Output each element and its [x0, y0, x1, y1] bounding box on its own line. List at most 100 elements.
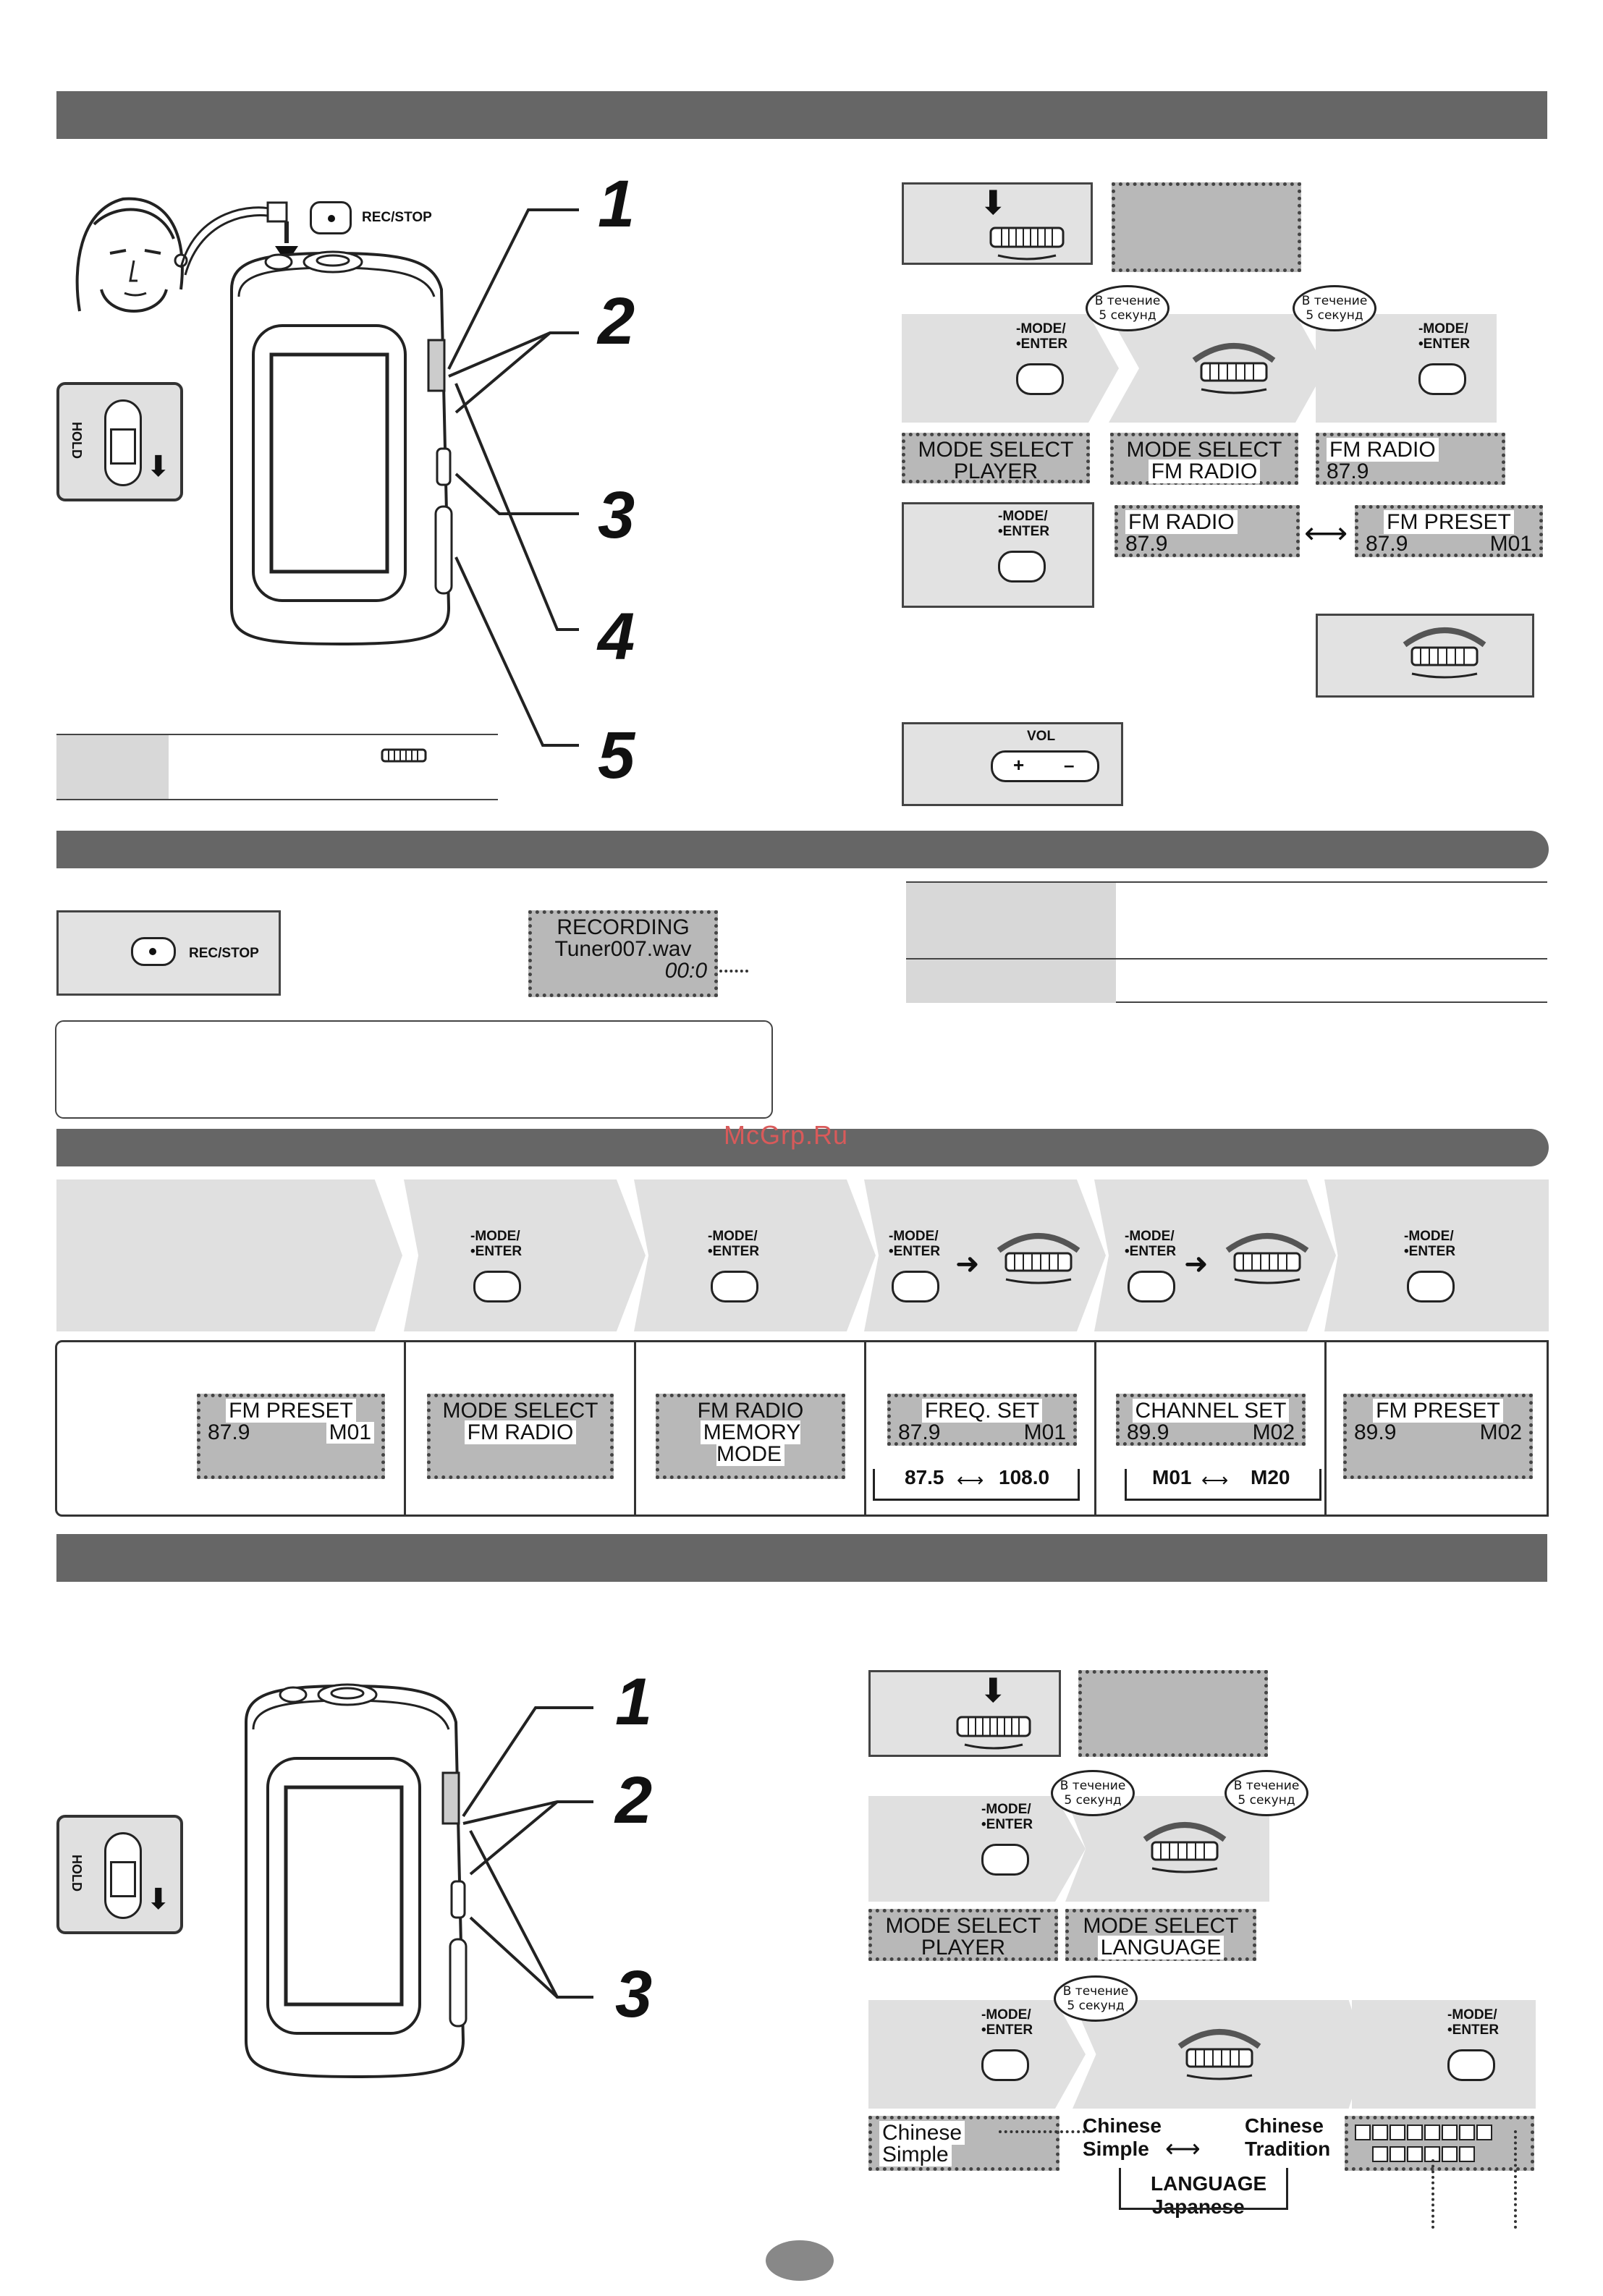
arrow-right-icon: ➜: [955, 1248, 980, 1280]
mode-enter-label-s3-2: -MODE/•ENTER: [708, 1229, 760, 1259]
dotted-leader: [1431, 2159, 1434, 2229]
mode-enter-label-s3-1: -MODE/•ENTER: [470, 1229, 523, 1259]
blank-lcd-1: [1112, 182, 1301, 272]
divider: [1094, 1340, 1096, 1517]
mode-enter-label-s4-a: -MODE/•ENTER: [981, 1802, 1033, 1832]
vol-label: VOL: [1027, 729, 1056, 744]
section-bar-3: [56, 1129, 1549, 1166]
finger-press-icon: [1016, 363, 1064, 395]
note-box: [55, 1020, 773, 1119]
divider: [404, 1340, 406, 1517]
jog-rotate-icon: [997, 1233, 1080, 1284]
mode-enter-label-s3-3: -MODE/•ENTER: [889, 1229, 941, 1259]
player-device-2: [245, 1683, 468, 2079]
arrow-down-icon: ⬇: [979, 1672, 1007, 1709]
time-dotted-leader: [719, 970, 748, 973]
channel-max-label: M20: [1248, 1466, 1293, 1489]
freq-max-label: 108.0: [996, 1466, 1053, 1489]
lcd-recording: RECORDING Tuner007.wav 00:0: [528, 910, 718, 997]
rec-stop-top-button-icon: [310, 201, 352, 234]
jog-dial-icon: [989, 226, 1065, 260]
cycle-bracket: [1119, 2168, 1288, 2210]
callout-number-1: 1: [598, 167, 635, 241]
headphone-cable: [179, 201, 298, 276]
step-rec-stop-panel: REC/STOP: [56, 910, 281, 996]
mode-enter-label-a: -MODE/•ENTER: [1016, 321, 1068, 352]
jog-rotate-icon: [1225, 1233, 1309, 1284]
finger-press-icon: [473, 1271, 521, 1302]
callout-number-3: 3: [598, 478, 635, 552]
dotted-arrow-icon: ⟷: [1201, 1469, 1229, 1491]
blank-lcd-2: [1078, 1670, 1268, 1757]
callout-number-2b: 2: [615, 1763, 653, 1837]
rec-stop-label: REC/STOP: [189, 946, 259, 961]
callout-number-2: 2: [598, 284, 635, 358]
section-bar-2: [56, 831, 1549, 868]
step-mode-enter-panel-b: [1316, 314, 1497, 423]
divider: [864, 1340, 866, 1517]
finger-press-icon: [892, 1271, 939, 1302]
hold-switch-panel: HOLD ⬇: [56, 382, 183, 501]
s4-hold-down-panel: ⬇: [868, 1670, 1061, 1757]
lcd-s4-japanese-chars: [1345, 2116, 1534, 2171]
finger-press-icon: [1418, 363, 1466, 395]
callout-lines-1: [447, 208, 579, 747]
section-bar-4: [56, 1534, 1547, 1582]
step3-panel-2: [634, 1179, 876, 1331]
watermark: McGrp.Ru: [724, 1120, 849, 1150]
s4-mode-enter-panel-c: [1352, 2000, 1536, 2109]
step3-panel-1: [404, 1179, 646, 1331]
step-mode-enter-panel-c: -MODE/•ENTER: [902, 502, 1094, 608]
jog-dial-icon: [956, 1716, 1031, 1750]
hold-label: HOLD: [69, 1855, 84, 1892]
cycle-language: LANGUAGE: [1151, 2172, 1267, 2195]
step-jog-panel-b: [1316, 614, 1534, 698]
s4-mode-enter-panel-a: [868, 1796, 1086, 1902]
cycle-japanese: Japanese: [1152, 2195, 1245, 2218]
dotted-leader: [1514, 2130, 1517, 2229]
callout-lines-2: [462, 1706, 593, 1999]
finger-press-icon: [1128, 1271, 1175, 1302]
dotted-leader: [999, 2130, 1086, 2133]
result-row-box: [55, 1340, 1549, 1517]
callout-number-1b: 1: [615, 1665, 653, 1739]
freq-min-label: 87.5: [902, 1466, 947, 1489]
toggle-arrow-icon: ⟷: [1304, 516, 1348, 550]
rec-stop-top-label: REC/STOP: [362, 210, 432, 225]
arrow-down-icon: ⬇: [146, 451, 171, 483]
channel-min-label: M01: [1149, 1466, 1195, 1489]
arrow-down-icon: ⬇: [146, 1884, 171, 1915]
freq-range-cycle: [873, 1469, 1080, 1501]
channel-range-cycle: [1125, 1469, 1321, 1501]
jog-rotate-icon: [1403, 627, 1486, 679]
finger-press-icon: [981, 2049, 1029, 2081]
char-boxes: [1355, 2125, 1492, 2162]
section-bar-1: [56, 91, 1547, 139]
callout-number-3b: 3: [615, 1957, 653, 2031]
hold-label: HOLD: [69, 422, 84, 459]
face-illustration: [75, 197, 188, 313]
cycle-arrow-icon: ⟷: [1165, 2135, 1201, 2163]
info-table-1: [56, 734, 498, 800]
hold-switch-panel-2: HOLD ⬇: [56, 1815, 183, 1934]
mode-enter-label-s3-4: -MODE/•ENTER: [1125, 1229, 1177, 1259]
jog-rotate-icon: [1177, 2029, 1261, 2080]
arrow-right-icon: ➜: [1184, 1248, 1209, 1280]
info-table-2: [906, 881, 1547, 1003]
divider: [634, 1340, 636, 1517]
